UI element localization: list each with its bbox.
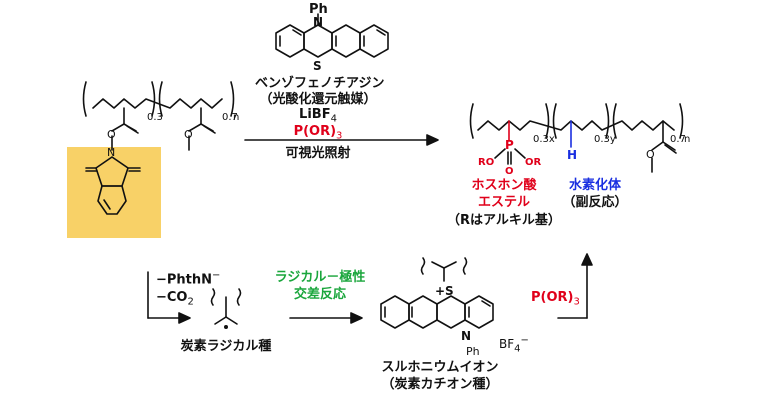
coupling-label-line2: 交差反応 [293,287,346,302]
start-subscript-a: 0.3 [147,112,163,123]
product-oxo-o: O [505,166,514,177]
catalyst-n-atom: N [313,15,324,29]
main-reaction-arrow [244,134,439,146]
sulfonium-ion-structure [380,257,494,329]
product-polymer-structure [469,103,684,173]
product-ro-left: RO [478,157,495,168]
sulfonium-s-plus: +S [435,284,454,298]
coupling-label-line1: ラジカル－極性 [274,270,366,285]
product-subscript-b: 0.7 [670,134,686,145]
phthalimide-highlight [67,147,161,238]
mechanism-reagent: P(OR)3 [531,290,580,308]
product-ester-o: O [646,148,655,161]
start-imide-n: N [107,146,116,159]
sulfonium-label-line2: （炭素カチオン種） [381,377,499,392]
sulfonium-ph-label: Ph [466,345,480,358]
start-methyl-ester-o: O [184,128,193,141]
radical-dot [224,325,228,329]
sulfonium-n-atom: N [461,329,472,343]
start-subscript-b: 0.7 [222,112,238,123]
product-or-right: OR [525,157,542,168]
phosphonate-label-line1: ホスホン酸 [471,178,537,193]
carbon-radical-structure [210,288,242,329]
r-group-note: （Rはアルキル基） [447,213,561,228]
product-hydrogen: H [567,148,578,162]
start-subscript-n: n [233,112,240,123]
product-subscript-n: n [684,134,691,145]
start-ester-o: O [107,128,116,141]
sulfonium-label-line1: スルホニウムイオン [381,360,499,375]
bf4-counterion: BF4− [499,335,529,355]
starting-polymer-structure [67,81,235,238]
carbon-radical-label: 炭素ラジカル種 [180,339,272,354]
hydride-label-line1: 水素化体 [568,178,621,193]
loss-phthalimide: −PhthN− [156,270,221,288]
catalyst-s-atom: S [313,59,322,73]
reaction-condition: 可視光照射 [285,146,351,161]
loss-co2: −CO2 [156,290,194,308]
catalyst-reagent: P(OR)3 [293,124,343,142]
product-subscript-y: 0.3y [594,134,616,145]
mechanism-arrows [147,253,593,324]
benzophenothiazine-structure [275,13,389,58]
product-subscript-x: 0.3x [533,134,555,145]
catalyst-salt: LiBF4 [299,107,337,125]
catalyst-name: ベンゾフェノチアジン [255,76,385,91]
phosphonate-label-line2: エステル [477,195,530,210]
product-phosphorus: P [505,138,514,152]
catalyst-ph-label: Ph [309,2,328,17]
catalyst-role: （光酸化還元触媒） [259,92,377,107]
hydride-label-line2: （副反応） [562,195,628,210]
